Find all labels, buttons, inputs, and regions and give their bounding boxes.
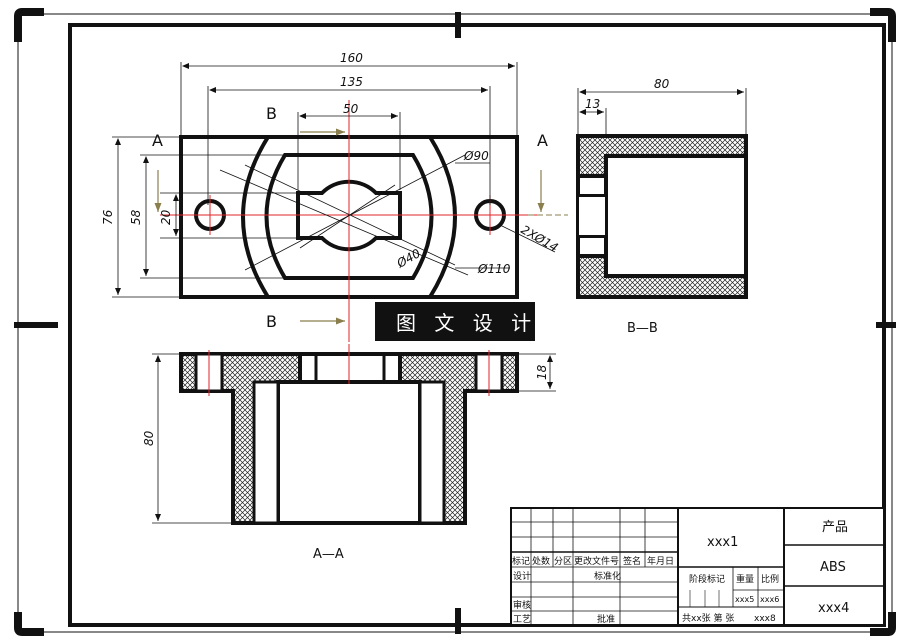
tb-weight-value: xxx5 xyxy=(735,595,754,604)
dim-76: 76 xyxy=(101,209,115,225)
dim-50: 50 xyxy=(343,102,359,116)
label-a-left: A xyxy=(152,131,163,150)
front-view-dimensions xyxy=(112,62,518,298)
label-view-aa: A—A xyxy=(313,547,344,562)
front-view-dim-text: 160 135 50 Ø90 Ø110 Ø40 2XØ14 76 58 20 xyxy=(101,51,560,276)
label-view-bb: B—B xyxy=(627,321,658,336)
dim-135: 135 xyxy=(340,75,363,89)
dim-arc-110: Ø110 xyxy=(477,262,511,276)
label-a-right: A xyxy=(537,131,548,150)
section-aa-view: 18 80 A—A xyxy=(142,344,556,562)
corner-mark-tr xyxy=(870,7,896,42)
tb-doc: 更改文件号 xyxy=(574,555,619,567)
tb-sheet-value: xxx8 xyxy=(754,614,776,624)
title-block: 标记 处数 分区 更改文件号 签名 年月日 设计 标准化 审核 工艺 批准 xx… xyxy=(510,507,885,626)
corner-mark-bl xyxy=(14,612,44,636)
dim-58: 58 xyxy=(129,209,143,225)
tb-standardize: 标准化 xyxy=(594,570,621,582)
dim-depth-80: 80 xyxy=(654,77,670,91)
tb-scale: 比例 xyxy=(761,573,779,585)
tb-stage-mark: 阶段标记 xyxy=(689,573,725,585)
dim-flange-18: 18 xyxy=(535,364,549,380)
dim-wall-13: 13 xyxy=(585,97,600,111)
tb-product-label: 产品 xyxy=(822,520,848,535)
tb-count: 处数 xyxy=(532,555,550,567)
tb-scale-value: xxx6 xyxy=(760,595,779,604)
dim-section-80: 80 xyxy=(142,430,156,446)
tb-zone: 分区 xyxy=(554,556,572,567)
tb-process: 工艺 xyxy=(513,614,531,625)
dim-holes-14: 2XØ14 xyxy=(519,222,561,254)
corner-mark-tl xyxy=(14,7,44,42)
dim-bore-90: Ø90 xyxy=(463,149,489,163)
tb-weight: 重量 xyxy=(736,573,754,585)
tb-part-name: xxx1 xyxy=(707,535,738,550)
section-bb-view: 80 13 B—B xyxy=(576,77,748,336)
tb-design: 设计 xyxy=(513,570,531,582)
tb-approve: 批准 xyxy=(597,613,615,625)
tb-mark: 标记 xyxy=(512,555,530,567)
tb-date: 年月日 xyxy=(647,555,674,567)
tb-sheet-info: 共xx张 第 张 xyxy=(682,612,734,624)
watermark-banner: 图 文 设 计 xyxy=(375,302,537,341)
section-markers: B B A A xyxy=(152,104,568,331)
tb-material: ABS xyxy=(820,560,846,575)
dim-160: 160 xyxy=(340,51,363,65)
banner-text: 图 文 设 计 xyxy=(396,311,537,335)
dim-20: 20 xyxy=(159,209,173,225)
tb-review: 审核 xyxy=(513,599,531,611)
label-b-top: B xyxy=(266,104,277,123)
sheet-border xyxy=(14,7,896,636)
tb-drawing-no: xxx4 xyxy=(818,601,849,616)
tb-sign: 签名 xyxy=(623,555,641,567)
label-b-bottom: B xyxy=(266,312,277,331)
corner-mark-br xyxy=(870,612,896,636)
